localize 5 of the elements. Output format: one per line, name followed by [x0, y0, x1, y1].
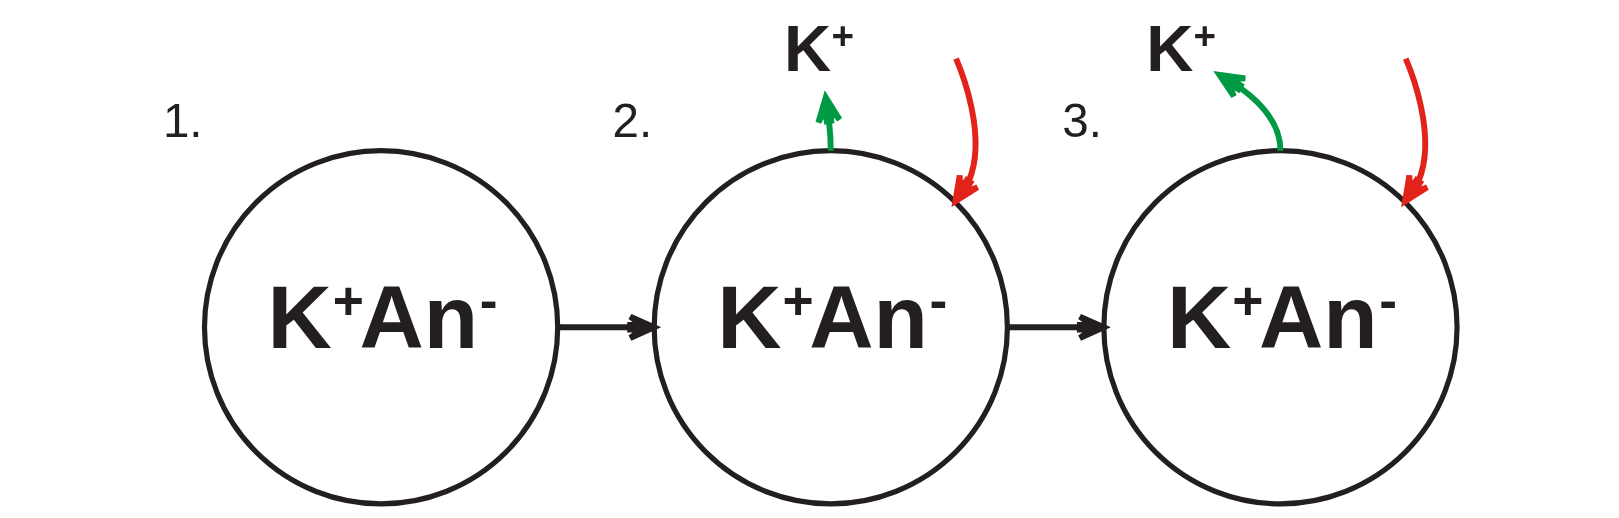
node-text: K$^{+}$: [1145, 11, 1216, 85]
node-label: 1.: [162, 93, 203, 147]
node-text: K$^{+}$: [783, 11, 854, 85]
node-label: 2.: [612, 93, 652, 147]
node-label: 3.: [1061, 93, 1102, 147]
